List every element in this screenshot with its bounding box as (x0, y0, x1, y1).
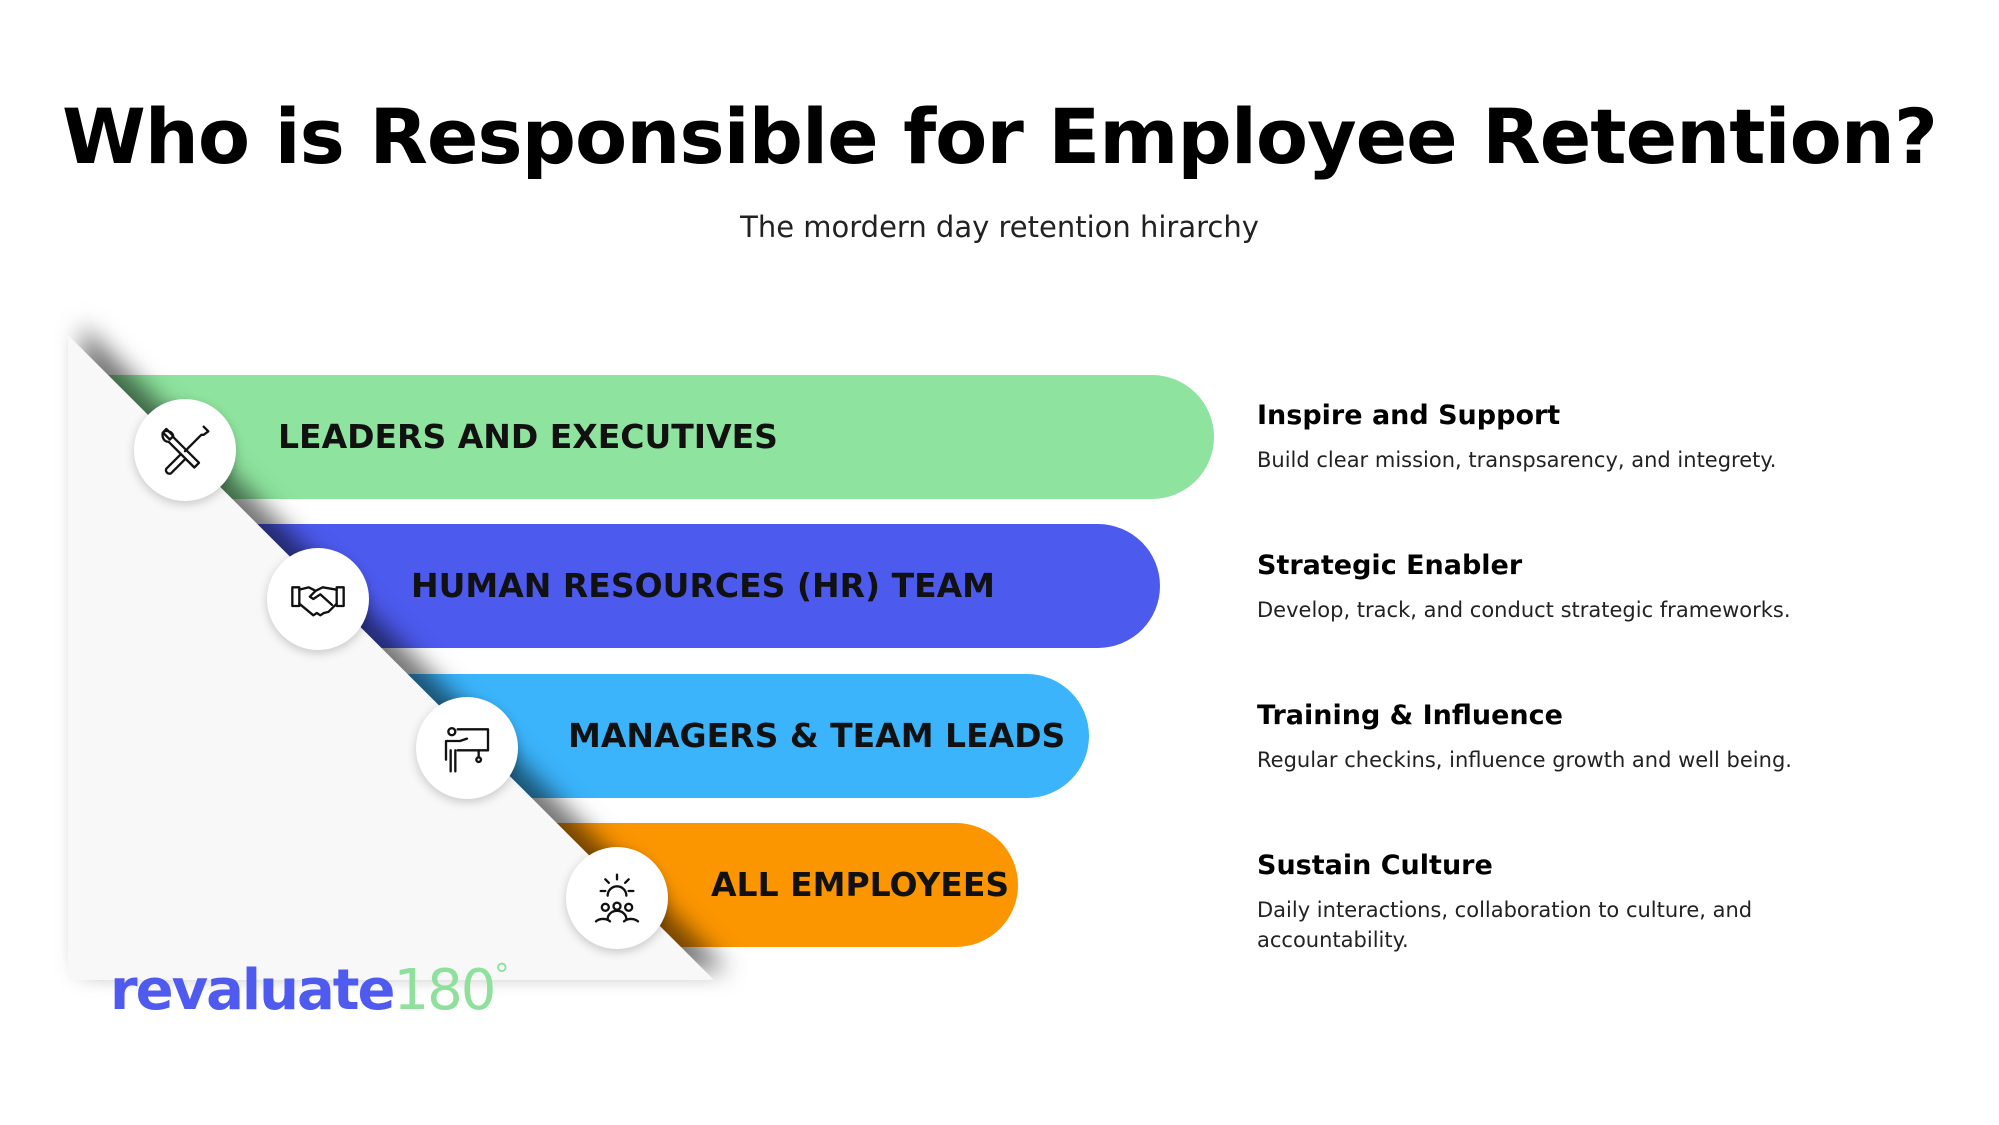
tier-icon-circle (267, 548, 369, 650)
tier-text: Daily interactions, collaboration to cul… (1257, 898, 1753, 952)
tier-description: Sustain Culture Daily interactions, coll… (1257, 850, 1837, 955)
handshake-icon (291, 586, 345, 617)
tier-label: LEADERS AND EXECUTIVES (278, 417, 778, 456)
tier-icon-circle (566, 847, 668, 949)
revaluate-logo: revaluate180° (110, 958, 509, 1023)
tier-icon-circle (134, 399, 236, 501)
tier-icon-circle (416, 697, 518, 799)
page-title: Who is Responsible for Employee Retentio… (61, 92, 1938, 181)
tier-description: Inspire and Support Build clear mission,… (1257, 400, 1837, 475)
tier-heading: Strategic Enabler (1257, 550, 1523, 581)
tier-text: Regular checkins, influence growth and w… (1257, 748, 1792, 772)
tier-description: Training & Influence Regular checkins, i… (1257, 700, 1837, 775)
tools-icon (161, 425, 210, 475)
tier-heading: Training & Influence (1257, 700, 1563, 731)
tier-heading: Inspire and Support (1257, 400, 1561, 431)
tier-heading: Sustain Culture (1257, 850, 1493, 881)
tier-label: MANAGERS & TEAM LEADS (568, 716, 1066, 755)
tier-text: Develop, track, and conduct strategic fr… (1257, 598, 1791, 622)
tier-label: ALL EMPLOYEES (711, 865, 1010, 904)
tier-label: HUMAN RESOURCES (HR) TEAM (411, 566, 996, 605)
presenter-icon (444, 727, 490, 773)
tier-description: Strategic Enabler Develop, track, and co… (1257, 550, 1837, 625)
tier-text: Build clear mission, transpsarency, and … (1257, 448, 1777, 472)
team-gear-icon (594, 873, 640, 923)
page-subtitle: The mordern day retention hirarchy (740, 210, 1259, 244)
